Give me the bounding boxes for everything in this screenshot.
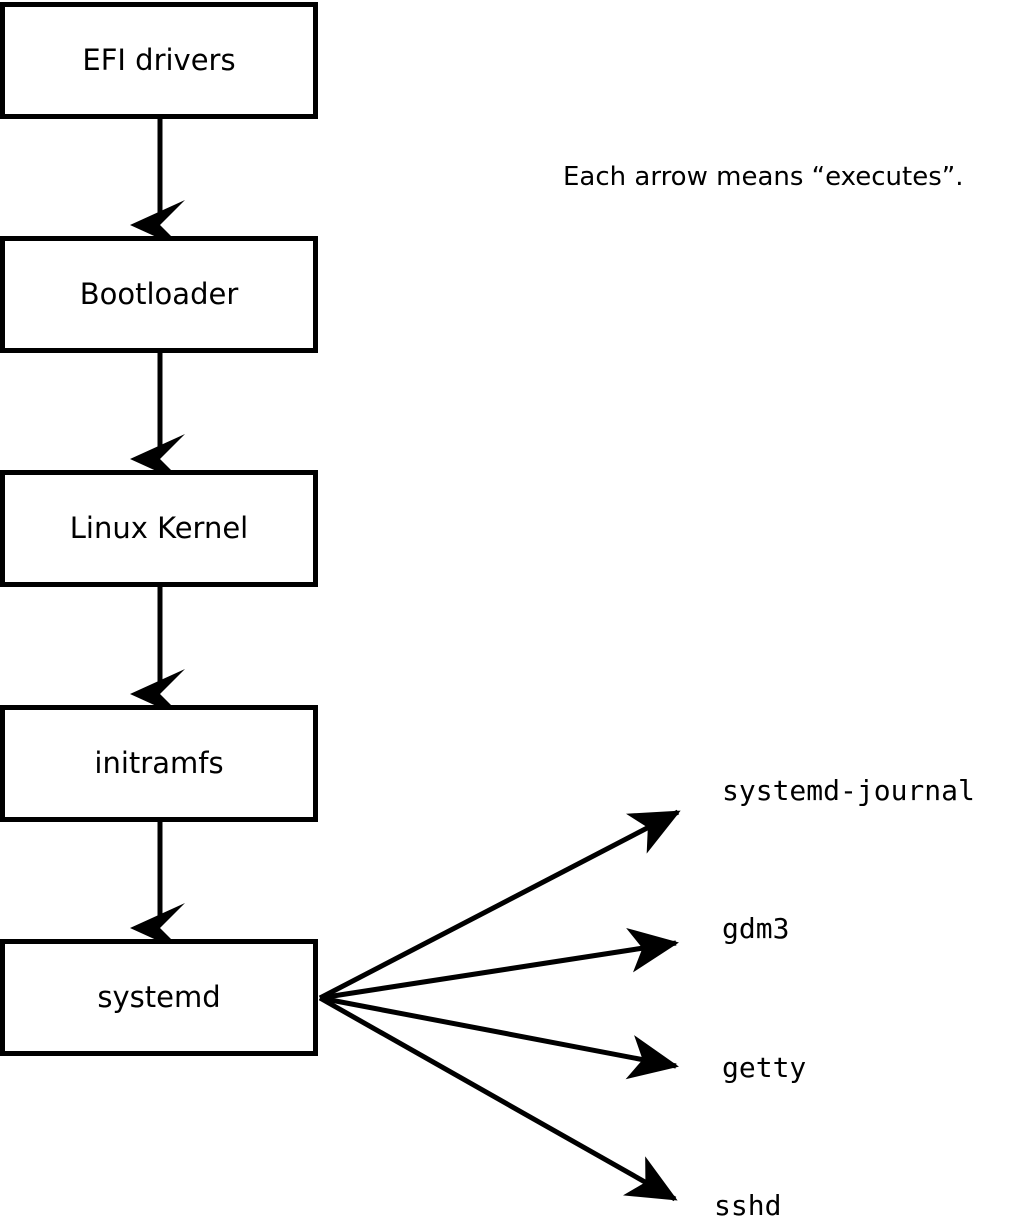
node-bootloader[interactable]: Bootloader (0, 236, 318, 353)
node-label-gdm3[interactable]: gdm3 (722, 912, 790, 945)
node-linux-kernel[interactable]: Linux Kernel (0, 470, 318, 587)
node-label-initramfs: initramfs (94, 746, 224, 780)
node-label-systemd-journal[interactable]: systemd-journal (722, 774, 975, 807)
node-initramfs[interactable]: initramfs (0, 705, 318, 822)
node-label-efi-drivers: EFI drivers (82, 43, 236, 77)
node-label-getty[interactable]: getty (722, 1051, 807, 1084)
node-label-linux-kernel: Linux Kernel (69, 511, 249, 545)
node-efi-drivers[interactable]: EFI drivers (0, 2, 318, 119)
node-label-bootloader: Bootloader (79, 277, 239, 311)
fanout-arrow-group (318, 809, 681, 1202)
arrow-systemd-to-gdm3 (319, 927, 679, 1001)
arrow-systemd-to-systemd-journal (318, 809, 681, 1001)
arrow-systemd-to-sshd (318, 995, 678, 1202)
node-label-systemd: systemd (97, 980, 221, 1014)
node-systemd[interactable]: systemd (0, 939, 318, 1056)
node-label-sshd[interactable]: sshd (714, 1189, 782, 1222)
diagram-caption: Each arrow means “executes”. (563, 162, 964, 192)
arrow-systemd-to-getty (319, 995, 679, 1080)
